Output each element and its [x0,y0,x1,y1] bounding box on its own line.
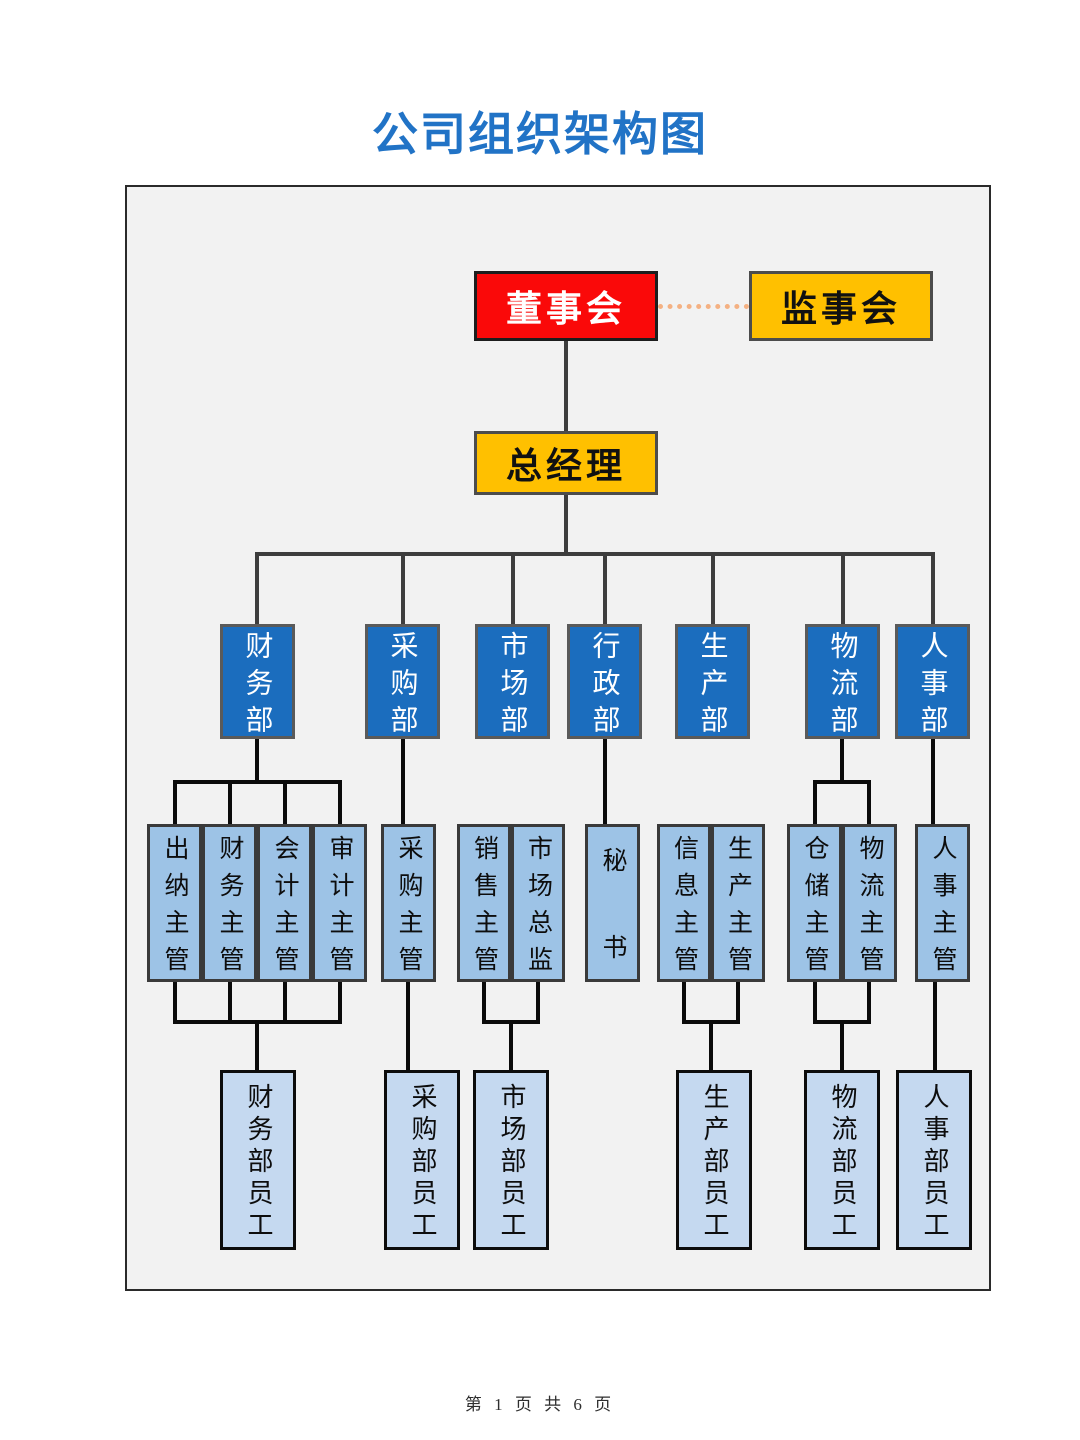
dept-hr-label: 人事部 [917,630,949,742]
mgr-logistics-label: 物流主管 [856,835,883,983]
node-mgr-marketing-director: 市场总监 [511,824,565,983]
connector-finance-b3 [283,982,287,1024]
connector-purchasing-staff [406,982,410,1070]
connector-board-gm [564,341,568,431]
mgr-marketing-director-label: 市场总监 [524,835,552,983]
mgr-warehouse-label: 仓储主管 [801,835,828,983]
connector-finance-m4 [338,780,342,826]
dept-finance-label: 财务部 [242,630,274,742]
connector-finance-m1 [173,780,177,826]
node-mgr-cashier: 出纳主管 [147,824,202,983]
staff-production-label: 生产部员工 [700,1083,729,1243]
connector-logistics-top-bus [813,780,871,784]
connector-finance-m2 [228,780,232,826]
connector-logistics-stem [840,739,844,782]
node-mgr-accounting: 会计主管 [257,824,312,983]
mgr-audit-label: 审计主管 [326,835,353,983]
node-staff-marketing: 市场部员工 [473,1070,549,1250]
staff-purchasing-label: 采购部员工 [408,1083,437,1243]
connector-admin-mgr [603,739,607,824]
staff-finance-label: 财务部员工 [244,1083,273,1243]
connector-dept-bus [255,552,935,556]
connector-logistics-m1 [813,780,817,826]
connector-drop-finance [255,552,259,626]
dept-marketing-label: 市场部 [497,630,529,742]
connector-marketing-b2 [536,982,540,1024]
connector-logistics-staff-stem [840,1020,844,1070]
mgr-production-label: 生产主管 [724,835,752,983]
connector-logistics-b2 [867,982,871,1024]
mgr-sales-label: 销售主管 [470,835,498,983]
mgr-cashier-label: 出纳主管 [161,835,188,983]
connector-board-supervisory-dotted [658,304,749,309]
dept-production-label: 生产部 [697,630,729,742]
connector-drop-logistics [841,552,845,626]
node-mgr-purchasing: 采购主管 [381,824,436,983]
node-dept-hr: 人事部 [895,624,970,742]
node-supervisory-board: 监事会 [749,271,933,341]
node-mgr-sales: 销售主管 [457,824,511,983]
node-staff-purchasing: 采购部员工 [384,1070,460,1250]
connector-finance-b4 [338,982,342,1024]
mgr-information-label: 信息主管 [670,835,698,983]
staff-hr-label: 人事部员工 [920,1083,949,1243]
connector-finance-b2 [228,982,232,1024]
mgr-finance-label: 财务主管 [216,835,243,983]
connector-drop-purchasing [401,552,405,626]
node-staff-finance: 财务部员工 [220,1070,296,1250]
mgr-hr-label: 人事主管 [929,835,956,983]
node-dept-marketing: 市场部 [475,624,550,742]
connector-production-b2 [736,982,740,1024]
connector-production-staff-stem [709,1020,713,1070]
dept-admin-label: 行政部 [589,630,621,742]
connector-purchasing-mgr [401,739,405,824]
connector-drop-admin [603,552,607,626]
connector-logistics-m2 [867,780,871,826]
mgr-purchasing-label: 采购主管 [395,835,422,983]
connector-finance-m3 [283,780,287,826]
node-mgr-production: 生产主管 [711,824,765,983]
dept-purchasing-label: 采购部 [387,630,419,742]
node-mgr-secretary: 秘书 [585,824,640,1021]
mgr-accounting-label: 会计主管 [271,835,298,983]
connector-logistics-b1 [813,982,817,1024]
staff-marketing-label: 市场部员工 [497,1083,526,1243]
connector-marketing-staff-stem [509,1020,513,1070]
connector-finance-b1 [173,982,177,1024]
connector-drop-hr [931,552,935,626]
node-mgr-finance: 财务主管 [202,824,257,983]
connector-drop-marketing [511,552,515,626]
node-general-manager: 总经理 [474,431,658,495]
connector-finance-stem [255,739,259,782]
node-dept-production: 生产部 [675,624,750,742]
connector-hr-staff [933,982,937,1070]
connector-gm-bus [564,495,568,554]
node-mgr-hr: 人事主管 [915,824,970,983]
connector-drop-production [711,552,715,626]
connector-finance-top-bus [173,780,342,784]
node-board: 董事会 [474,271,658,341]
connector-hr-mgr [931,739,935,824]
page-title: 公司组织架构图 [372,108,708,160]
node-dept-purchasing: 采购部 [365,624,440,742]
node-mgr-audit: 审计主管 [312,824,367,983]
node-dept-admin: 行政部 [567,624,642,742]
staff-logistics-label: 物流部员工 [828,1083,857,1243]
mgr-secretary-label: 秘书 [599,847,626,1021]
page-number: 第 1 页 共 6 页 [464,1395,616,1414]
node-staff-production: 生产部员工 [676,1070,752,1250]
node-staff-hr: 人事部员工 [896,1070,972,1250]
connector-finance-staff-stem [255,1020,259,1070]
dept-logistics-label: 物流部 [827,630,859,742]
node-staff-logistics: 物流部员工 [804,1070,880,1250]
node-mgr-information: 信息主管 [657,824,711,983]
connector-marketing-b1 [482,982,486,1024]
node-mgr-warehouse: 仓储主管 [787,824,842,983]
org-chart-panel: 董事会 监事会 总经理 财务部 采购部 市场部 行政部 生产部 物流部 人事部 … [125,185,991,1291]
connector-production-b1 [682,982,686,1024]
node-mgr-logistics: 物流主管 [842,824,897,983]
node-dept-finance: 财务部 [220,624,295,742]
node-dept-logistics: 物流部 [805,624,880,742]
